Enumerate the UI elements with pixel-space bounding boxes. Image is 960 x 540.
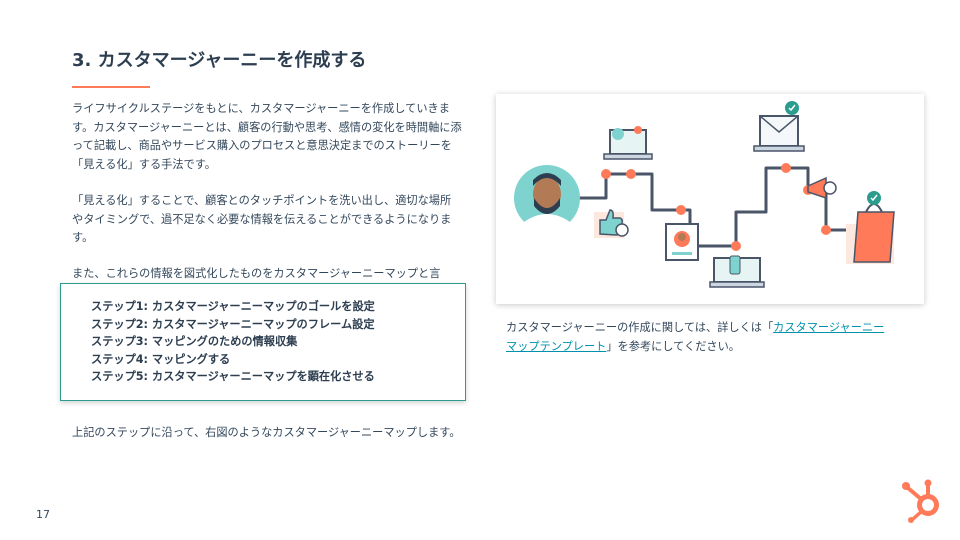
thumbs-up-icon xyxy=(594,209,629,238)
video-call-icon xyxy=(665,223,699,261)
step-item: ステップ5: カスタマージャーニーマップを顕在化させる xyxy=(91,370,375,384)
slide-title: 3. カスタマージャーニーを作成する xyxy=(72,50,367,71)
touchpoint-dot xyxy=(626,169,636,179)
touchpoint-dots xyxy=(601,163,831,251)
customer-journey-illustration xyxy=(496,94,924,304)
note-text: カスタマージャーニーの作成に関しては、詳しくは「 xyxy=(506,321,774,334)
step-item: ステップ2: カスタマージャーニーマップのフレーム設定 xyxy=(91,317,375,331)
intro-paragraph: ライフサイクルステージをもとに、カスタマージャーニーを作成していきます。カスタマ… xyxy=(72,102,462,171)
touchpoint-dot xyxy=(781,163,791,173)
template-note: カスタマージャーニーの作成に関しては、詳しくは「カスタマージャーニーマップテンプ… xyxy=(506,318,886,356)
page-number: 17 xyxy=(36,508,50,521)
title-underline xyxy=(72,86,150,88)
step-item: ステップ1: カスタマージャーニーマップのゴールを設定 xyxy=(91,300,375,313)
step-item: ステップ4: マッピングする xyxy=(91,352,231,366)
laptop-chat-icon xyxy=(603,126,653,160)
journey-map-svg xyxy=(514,101,895,288)
map-definition-paragraph: また、これらの情報を図式化したものをカスタマージャーニーマップと言 xyxy=(72,267,441,280)
steps-box: ステップ1: カスタマージャーニーマップのゴールを設定 ステップ2: カスタマー… xyxy=(60,283,466,401)
mobile-icon xyxy=(709,255,765,288)
touchpoint-dot xyxy=(676,205,686,215)
hubspot-logo-icon xyxy=(902,479,939,523)
visualization-paragraph: 「見える化」することで、顧客とのタッチポイントを洗い出し、適切な場所やタイミング… xyxy=(72,194,452,245)
closing-paragraph: 上記のステップに沿って、右図のようなカスタマージャーニーマップします。 xyxy=(72,426,461,439)
touchpoint-dot xyxy=(821,225,831,235)
shopping-bag-icon xyxy=(846,191,895,264)
touchpoint-dot xyxy=(601,169,611,179)
note-text-end: 」を参考にしてください。 xyxy=(606,340,740,353)
step-item: ステップ3: マッピングのための情報収集 xyxy=(91,335,298,349)
megaphone-icon xyxy=(807,176,837,200)
customer-avatar-icon xyxy=(514,165,580,231)
template-link[interactable]: カスタマージャーニーマップテンプレート xyxy=(506,321,885,353)
email-icon xyxy=(753,101,805,152)
touchpoint-dot xyxy=(731,241,741,251)
